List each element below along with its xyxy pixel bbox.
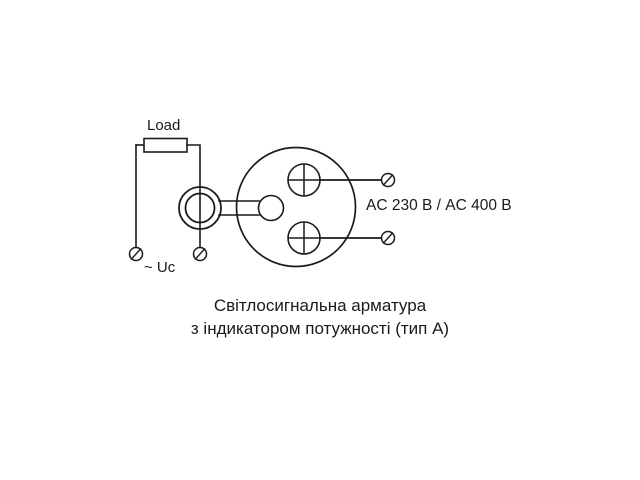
load-resistor-box (143, 137, 188, 153)
screw-terminal-line2-slash (382, 232, 394, 244)
housing-circle (235, 146, 357, 268)
diagram-caption: Світлосигнальна арматура з індикатором п… (0, 294, 640, 340)
screw-terminal-line1-slash (382, 174, 394, 186)
wire-resistor-right-lead (186, 144, 201, 188)
caption-line-1: Світлосигнальна арматура (213, 296, 427, 315)
ac-voltage-label: AC 230 В / AC 400 В (366, 197, 512, 214)
source-voltage-label: ~ Uc (144, 259, 176, 276)
screw-terminal-neutral-slash (194, 248, 206, 260)
screw-terminal-left-slash (130, 248, 142, 260)
inner-contact-circle (257, 194, 285, 222)
caption-line-2: з індикатором потужності (тип А) (190, 319, 450, 338)
load-label: Load (147, 117, 181, 134)
